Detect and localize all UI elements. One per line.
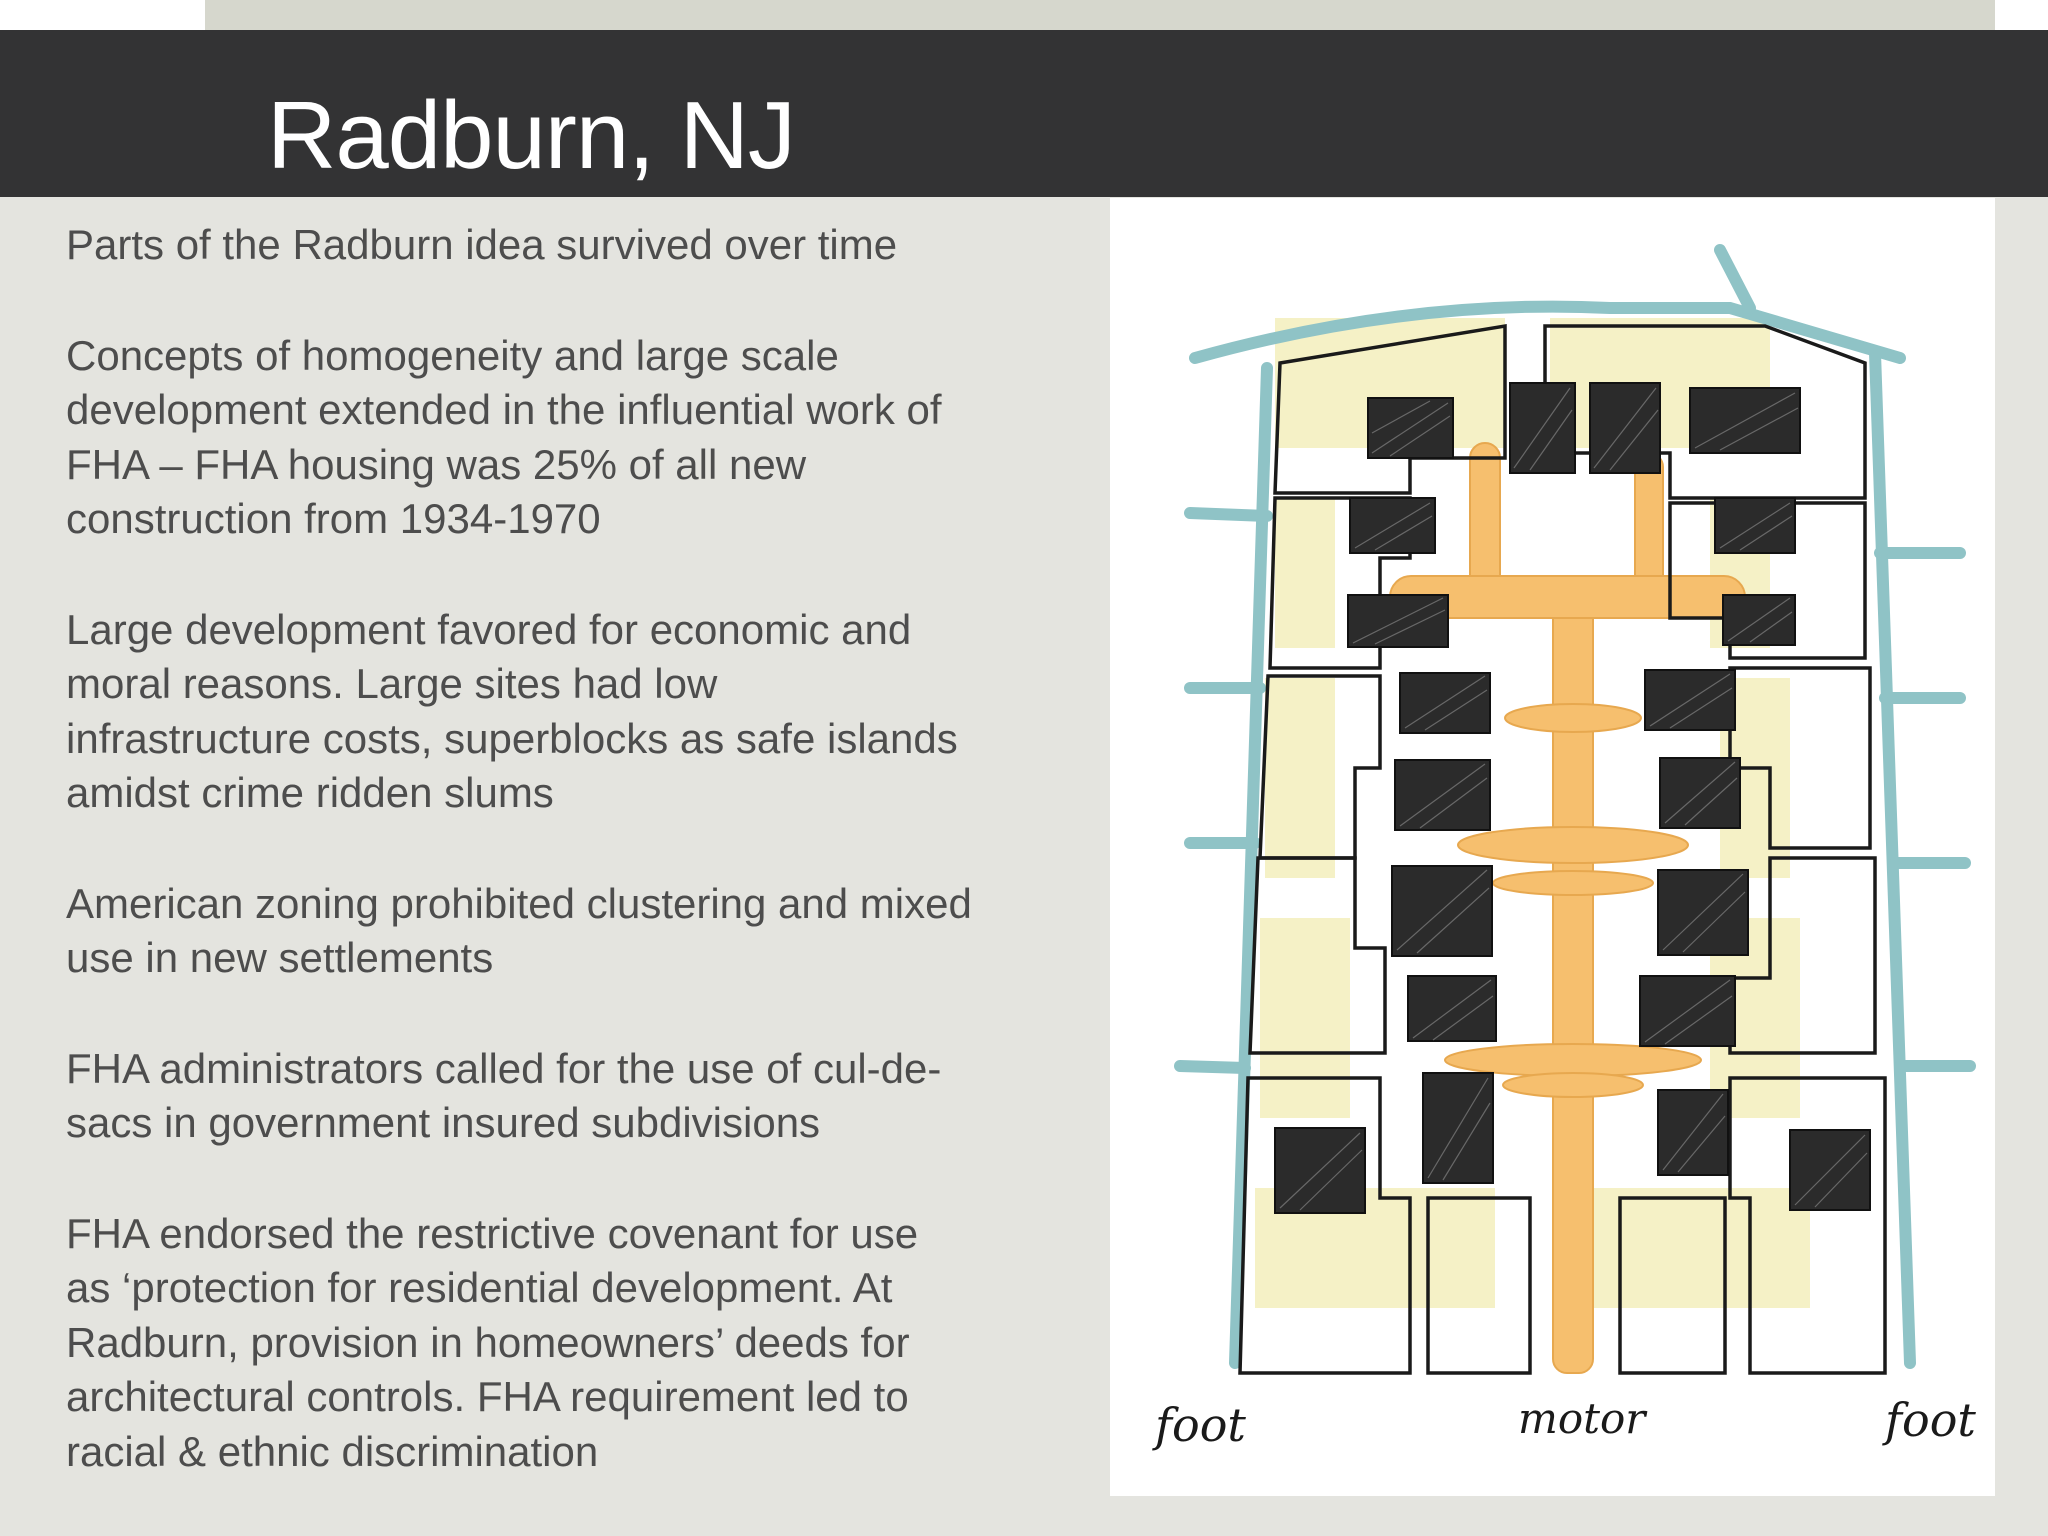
foot-path-left <box>1229 362 1273 1369</box>
radburn-plan-sketch: foot motor foot <box>1152 244 1976 1452</box>
road-bulb <box>1502 1072 1644 1098</box>
block-outline <box>1426 1196 1532 1375</box>
block-outline <box>1728 856 1877 1055</box>
road-bulb <box>1444 1043 1702 1077</box>
block-outline <box>1618 1196 1727 1375</box>
block-outline <box>1248 856 1387 1055</box>
yard <box>1265 678 1335 878</box>
foot-paths <box>1174 244 1976 1369</box>
top-accent-strip <box>205 0 1995 30</box>
building <box>1349 497 1436 554</box>
foot-path-branch <box>1174 1060 1251 1074</box>
top-margin-left <box>0 0 205 30</box>
yard <box>1275 498 1335 648</box>
road-bulb <box>1492 870 1654 896</box>
building-hatching <box>1279 387 1868 1211</box>
foot-path-branch <box>1184 507 1273 522</box>
block-outline <box>1238 1076 1412 1375</box>
paragraph: Large development favored for economic a… <box>66 605 958 817</box>
radburn-plan-figure: foot motor foot <box>1110 198 1995 1496</box>
foot-path-diagonal <box>1714 244 1756 314</box>
road-bulb <box>1504 703 1642 733</box>
foot-path-top <box>1189 300 1906 364</box>
paragraph: American zoning prohibited clustering an… <box>66 879 972 982</box>
paragraph: FHA endorsed the restrictive covenant fo… <box>66 1209 919 1475</box>
paragraph: Concepts of homogeneity and large scale … <box>66 331 942 543</box>
top-margin-right <box>1995 0 2048 30</box>
motor-road <box>1389 442 1746 1374</box>
body-text: Parts of the Radburn idea survived over … <box>66 218 1076 1535</box>
title-bar: Radburn, NJ <box>0 30 2048 197</box>
motor-label: motor <box>1518 1394 1648 1443</box>
paragraph: Parts of the Radburn idea survived over … <box>66 221 898 268</box>
foot-label-right: foot <box>1882 1393 1976 1447</box>
road-bulb <box>1457 826 1689 864</box>
building <box>1422 1072 1494 1184</box>
building <box>1399 672 1491 734</box>
paragraph: FHA administrators called for the use of… <box>66 1044 942 1147</box>
foot-label-left: foot <box>1152 1398 1246 1452</box>
block-outline <box>1728 1076 1887 1375</box>
yard <box>1260 918 1350 1118</box>
slide-title: Radburn, NJ <box>267 82 796 189</box>
block-outline <box>1668 501 1867 660</box>
buildings <box>1274 382 1871 1214</box>
yard <box>1570 1188 1810 1308</box>
